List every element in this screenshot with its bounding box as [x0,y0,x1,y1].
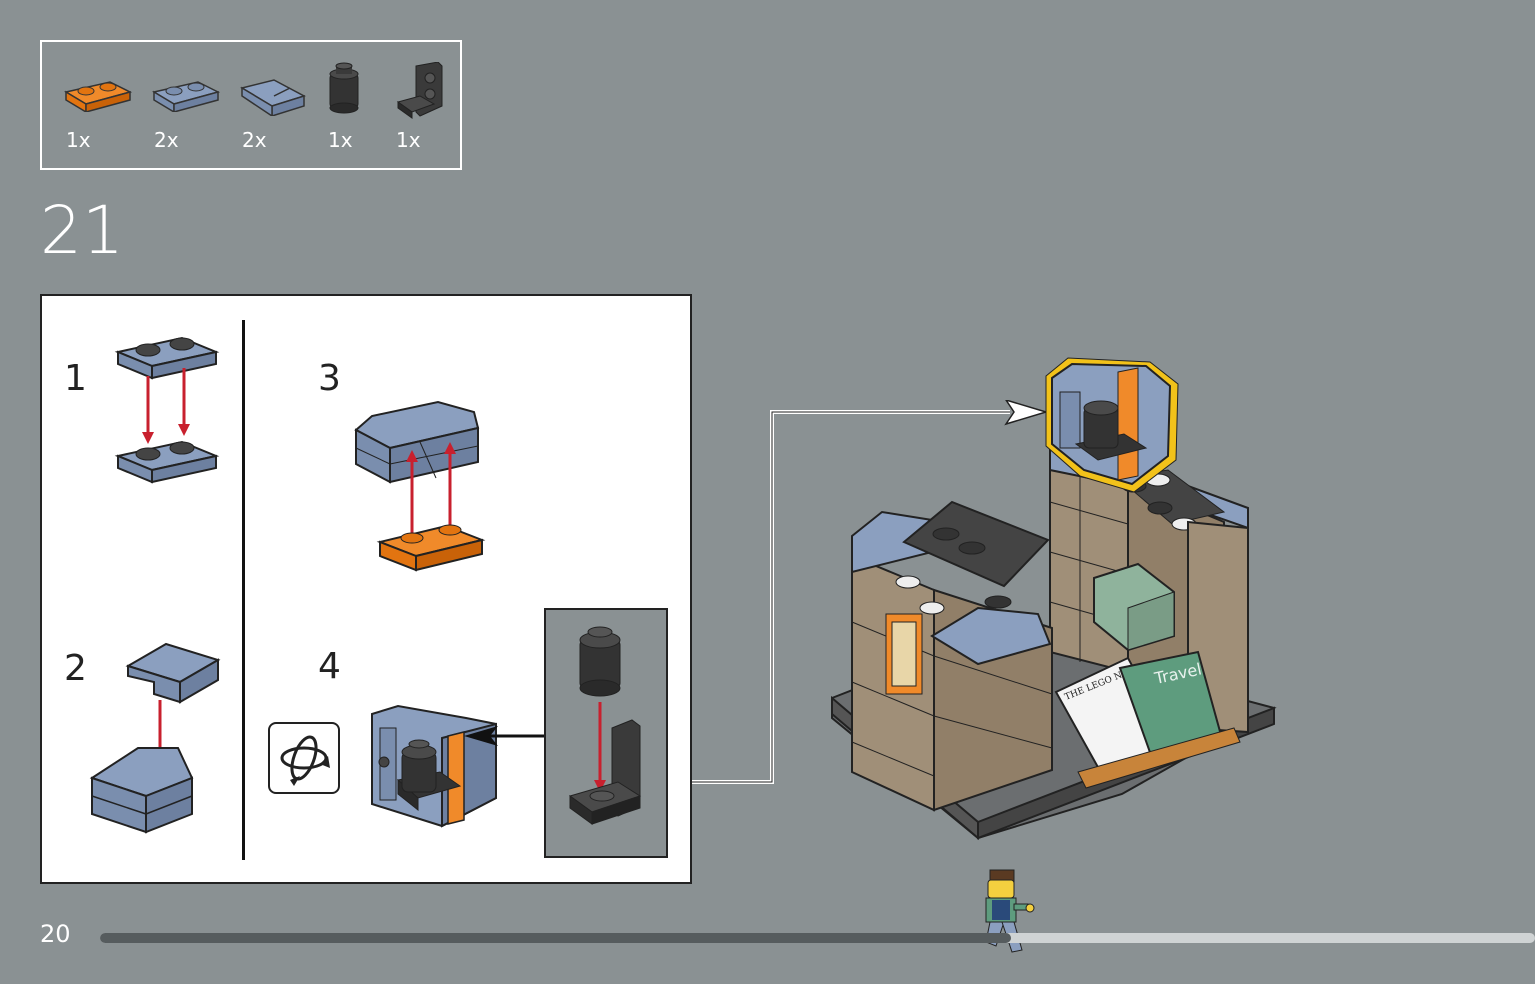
black-round-brick-icon [329,62,359,114]
substep-4-number: 4 [318,646,341,687]
minifigure-progress-icon [985,869,1035,953]
sand-blue-slope-icon [240,79,306,116]
callout-arrow [464,726,548,746]
sand-blue-plate-icon [152,81,221,112]
parts-list-box: 1x 2x 2x 1x [40,40,462,170]
part-qty: 1x [66,128,91,152]
substep-1-illustration [114,336,220,484]
substep-2-number: 2 [64,648,87,689]
panel-divider [242,320,245,860]
step-number: 21 [40,192,124,269]
part-orange-plate: 1x [62,42,142,170]
main-model-illustration: THE LEGO NEWS Travel [831,357,1277,841]
black-bracket-icon [396,62,443,119]
subassembly-panel: 1 2 3 4 [40,294,692,884]
rotate-model-icon [268,722,340,794]
substep-3-illustration [354,400,486,572]
orange-plate-icon [64,81,133,112]
part-qty: 2x [154,128,179,152]
part-black-round-brick: 1x [324,42,404,170]
part-qty: 2x [242,128,267,152]
part-qty: 1x [328,128,353,152]
substep-1-number: 1 [64,358,87,399]
callout-box [544,608,668,858]
callout-illustration [568,626,642,825]
page-number: 20 [40,920,71,948]
part-sand-blue-slope: 2x [238,42,318,170]
part-sand-blue-plate: 2x [150,42,230,170]
progress-bar-fill [100,933,1012,943]
part-qty: 1x [396,128,421,152]
progress-bar [100,933,1535,943]
part-black-bracket: 1x [394,42,474,170]
substep-3-number: 3 [318,358,341,399]
substep-2-illustration [89,642,221,834]
connector-line [692,400,1049,784]
